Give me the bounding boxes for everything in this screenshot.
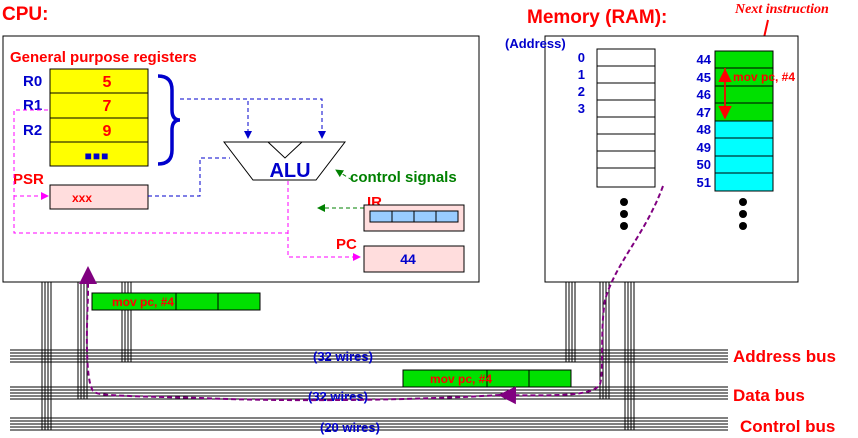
- memory-column-low: [596, 48, 656, 188]
- memory-instruction: mov pc, #4: [733, 70, 795, 84]
- register-value-r0: 5: [103, 74, 112, 91]
- control-signal-arrow: [335, 169, 353, 181]
- pc-value: 44: [400, 251, 416, 267]
- registers-heading: General purpose registers: [10, 49, 197, 66]
- data-bus-wires: (32 wires): [308, 389, 368, 404]
- register-file: [49, 68, 149, 167]
- data-bus-label: Data bus: [733, 386, 805, 405]
- psr-register: [49, 184, 149, 210]
- memory-title: Memory (RAM):: [527, 7, 667, 28]
- address-bus-wires: (32 wires): [313, 349, 373, 364]
- register-to-alu-lines: [148, 98, 326, 197]
- pc-label: PC: [336, 236, 357, 253]
- alu-output-lines: [13, 109, 361, 261]
- psr-label: PSR: [13, 171, 44, 188]
- alu-label: ALU: [269, 160, 310, 182]
- psr-value: xxx: [72, 191, 92, 205]
- memory-high-ellipsis: [739, 198, 747, 230]
- address-2: 2: [578, 84, 585, 99]
- address-44: 44: [697, 52, 712, 67]
- address-1: 1: [578, 67, 585, 82]
- memory-to-bus-path: [498, 185, 664, 405]
- address-bus-label: Address bus: [733, 347, 836, 366]
- register-value-r1: 7: [103, 98, 112, 115]
- address-heading: (Address): [505, 36, 566, 51]
- bus-to-cpu-path: [79, 266, 501, 402]
- data-bus-packet-text: mov pc, #4: [430, 372, 492, 386]
- next-instruction-label: Next instruction: [734, 2, 829, 17]
- register-name-r1: R1: [23, 97, 42, 114]
- cpu-side-packet-text: mov pc, #4: [112, 295, 174, 309]
- address-3: 3: [578, 101, 585, 116]
- address-50: 50: [697, 157, 711, 172]
- memory-column-high: [714, 50, 774, 192]
- address-49: 49: [697, 140, 711, 155]
- control-bus-wires: (20 wires): [320, 420, 380, 435]
- address-46: 46: [697, 87, 711, 102]
- control-signals-label: control signals: [350, 169, 457, 186]
- data-bus-packet: [402, 369, 572, 388]
- address-45: 45: [697, 70, 711, 85]
- cpu-title: CPU:: [2, 4, 48, 25]
- alu: [222, 141, 347, 181]
- address-48: 48: [697, 122, 711, 137]
- register-name-r0: R0: [23, 73, 42, 90]
- registers-more-dots: ■■■: [85, 149, 110, 163]
- register-value-r2: 9: [103, 123, 112, 140]
- cpu-side-packet: [91, 292, 261, 311]
- address-0: 0: [578, 50, 585, 65]
- control-bus-label: Control bus: [740, 417, 835, 436]
- pc-register: [363, 245, 465, 273]
- memory-low-ellipsis: [620, 198, 628, 230]
- register-name-r2: R2: [23, 122, 42, 139]
- ir-fields: [369, 210, 459, 223]
- register-brace: [157, 74, 181, 166]
- bus-lines: [10, 282, 728, 431]
- address-51: 51: [697, 175, 711, 190]
- address-47: 47: [697, 105, 711, 120]
